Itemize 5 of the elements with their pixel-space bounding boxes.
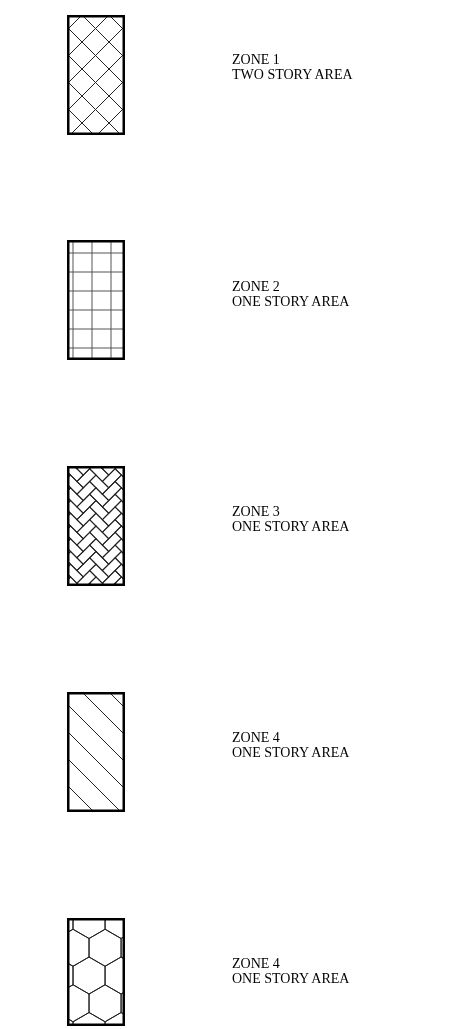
legend-label: ZONE 4 ONE STORY AREA xyxy=(232,956,350,986)
legend-label: ZONE 4 ONE STORY AREA xyxy=(232,730,350,760)
legend-label: ZONE 1 TWO STORY AREA xyxy=(232,52,353,82)
legend-label: ZONE 3 ONE STORY AREA xyxy=(232,504,350,534)
legend-label: ZONE 2 ONE STORY AREA xyxy=(232,279,350,309)
